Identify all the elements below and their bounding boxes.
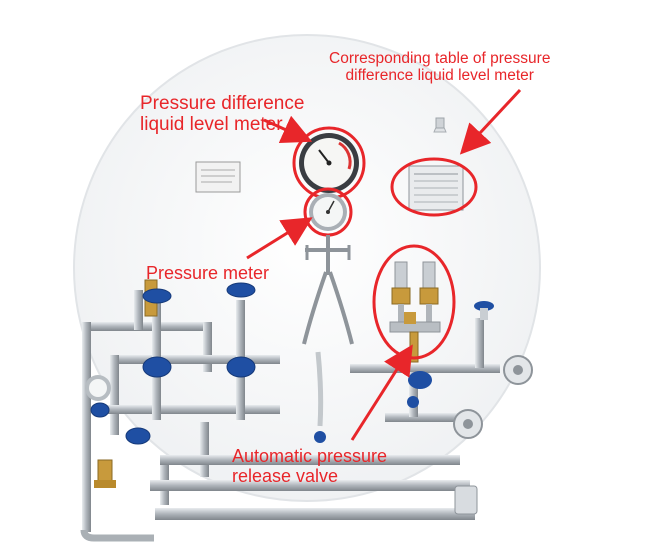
annotation-arrows [246, 88, 522, 441]
relief-valve-assembly [389, 261, 441, 363]
label-pressure-difference-meter: Pressure difference liquid level meter [140, 93, 304, 136]
arrow-to-relief-valve [350, 344, 413, 441]
left-small-gauge [85, 375, 111, 401]
relief-highlight-ellipse [372, 244, 456, 360]
label-line: Pressure meter [146, 263, 270, 283]
label-line: difference liquid level meter [345, 67, 534, 85]
label-line: liquid level meter [140, 114, 283, 136]
drain-tube [314, 351, 326, 443]
label-corresponding-table: Corresponding table of pressure differen… [329, 50, 550, 85]
label-line: release valve [232, 466, 339, 487]
right-piping [350, 301, 533, 439]
pressure-gauge [309, 193, 347, 231]
bottom-pipes [80, 455, 478, 542]
table-highlight-ellipse [390, 157, 478, 217]
label-line: Automatic pressure [232, 446, 388, 466]
valve-handwheels [90, 282, 256, 445]
arrow-to-table [459, 88, 522, 155]
label-line: Corresponding table of pressure [329, 50, 551, 67]
label-pressure-meter: Pressure meter [146, 263, 269, 283]
gauge-stand [302, 235, 354, 345]
level-table-plate [408, 165, 464, 211]
label-line: Pressure difference [140, 93, 305, 114]
dp-level-gauge [299, 133, 359, 193]
label-automatic-pressure-release-valve: Automatic pressure release valve [232, 446, 387, 486]
arrow-to-pressure-gauge [246, 217, 313, 260]
brass-fittings [94, 459, 116, 488]
name-plate [195, 161, 241, 193]
top-fitting [433, 117, 447, 133]
arrow-to-dp-gauge [263, 115, 313, 144]
